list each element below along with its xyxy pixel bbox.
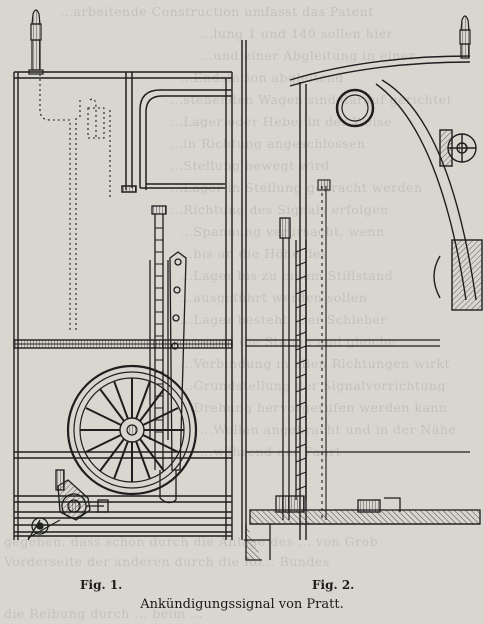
rack-rod: [149, 205, 169, 470]
signal-arm-curve: [121, 72, 232, 193]
track-rail: [14, 531, 232, 537]
carriage-wheel: [66, 364, 198, 496]
carriage-body: [13, 71, 233, 540]
fig2-track-base: [244, 495, 481, 561]
figure-title: Ankündigungssignal von Pratt.: [140, 597, 344, 612]
figure-1-caption: Fig. 1.: [80, 578, 123, 592]
side-lever: [169, 251, 187, 471]
fig2-belts: [246, 339, 470, 453]
lamp-post: [28, 9, 44, 75]
figure-2-front-view: [241, 15, 483, 561]
figure-2-caption: Fig. 2.: [312, 578, 355, 592]
ladder-rungs: [295, 247, 307, 491]
dotted-guide-rod: [317, 179, 331, 520]
hidden-mechanism-outline: [39, 74, 111, 330]
brake-block: [433, 239, 483, 311]
rack-teeth: [155, 227, 163, 433]
fig2-lamp-post: [459, 15, 471, 59]
track-trigger-mechanism: [27, 469, 109, 541]
porthole-window: [335, 88, 375, 128]
hand-crank-wheel: [439, 129, 477, 167]
connecting-rod: [159, 470, 177, 504]
figure-1-side-view: [13, 9, 233, 541]
ladder-rack: [279, 217, 307, 520]
fig2-frame: [241, 40, 471, 540]
